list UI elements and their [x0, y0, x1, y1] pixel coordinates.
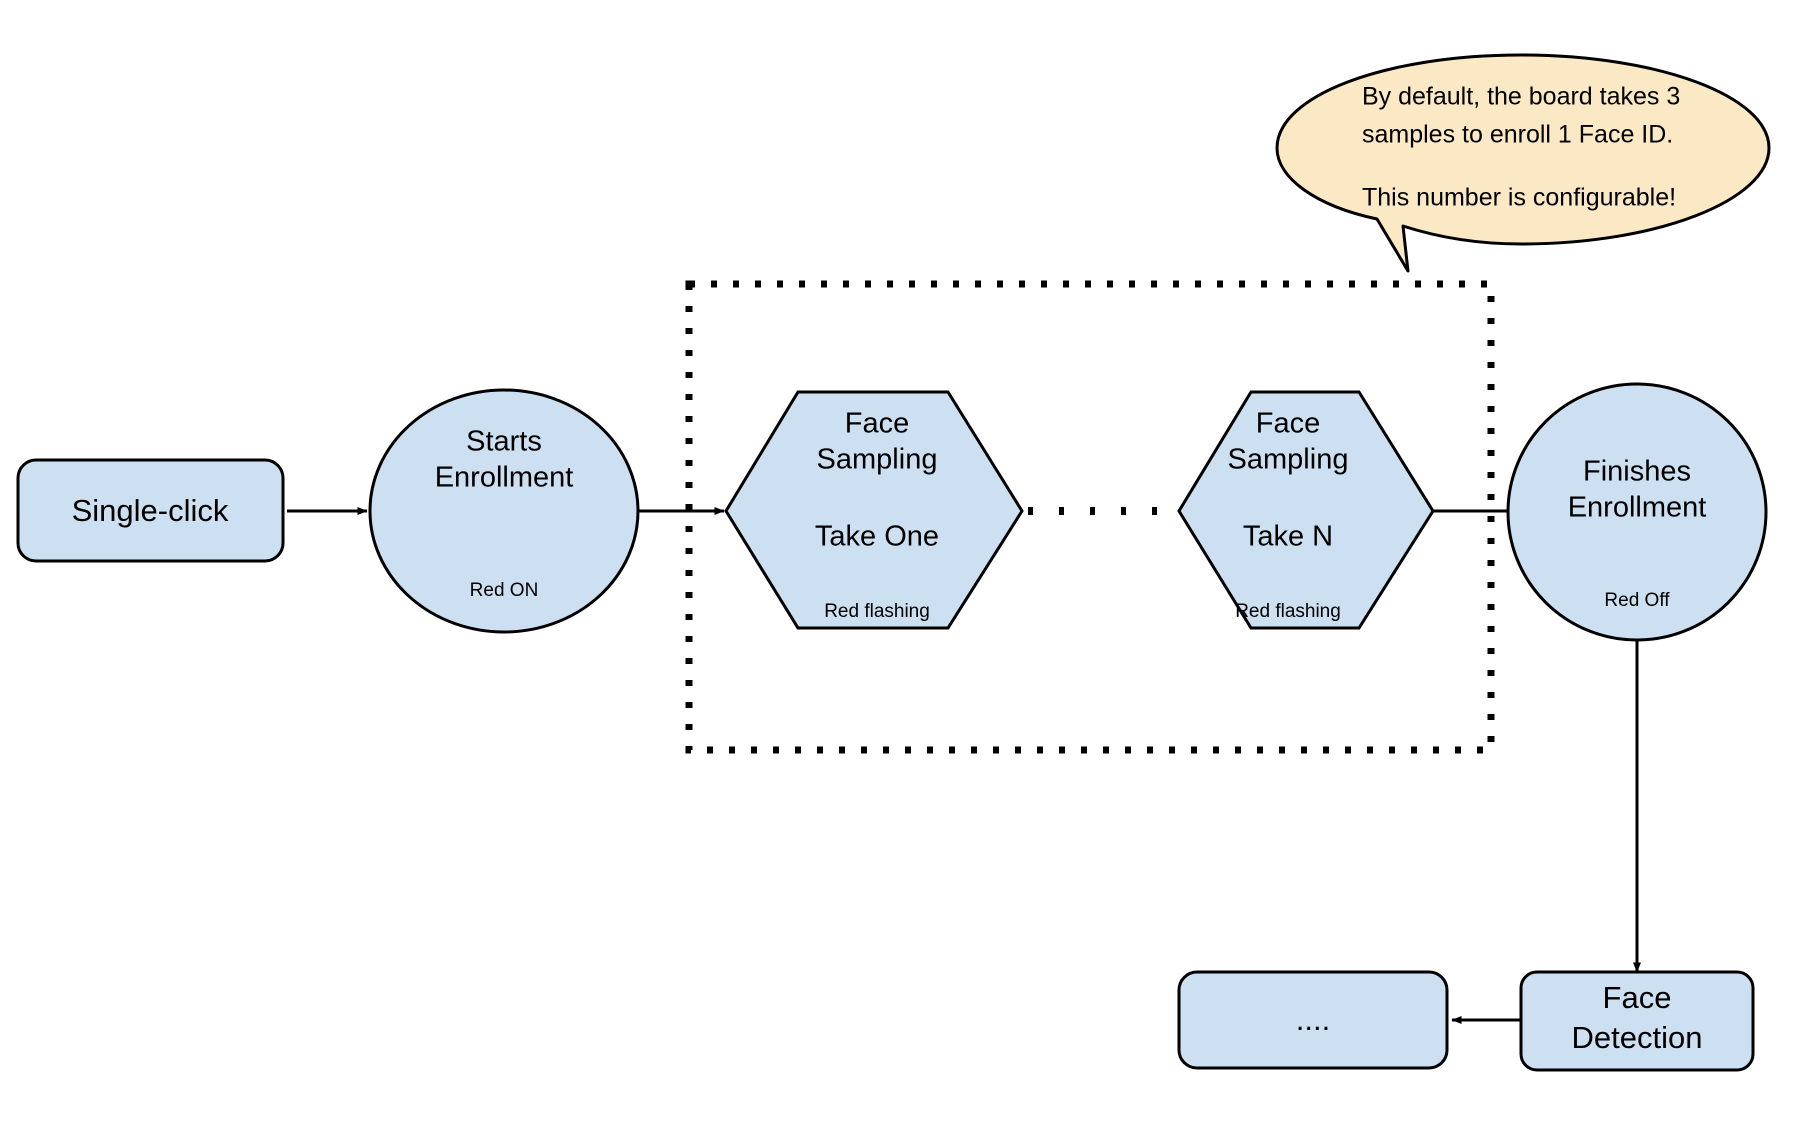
callout-shape [1275, 53, 1771, 273]
face-sampling-n-label-line1: Face [1256, 408, 1320, 440]
callout-line3: This number is configurable! [1362, 184, 1676, 212]
more-steps-label: .... [1296, 1002, 1330, 1037]
node-single-click[interactable]: Single-click [16, 458, 285, 563]
single-click-label: Single-click [72, 493, 229, 528]
face-detection-label-line2: Detection [1572, 1020, 1703, 1055]
face-sampling-one-take: Take One [815, 521, 939, 553]
starts-enrollment-label-line2: Enrollment [435, 462, 574, 494]
more-steps-box[interactable] [1177, 970, 1449, 1070]
starts-enrollment-status: Red ON [470, 580, 539, 601]
sampling-group-box [685, 280, 1495, 754]
node-face-sampling-n[interactable]: Face Sampling Take N Red flashing [1177, 390, 1435, 630]
starts-enrollment-label-line1: Starts [466, 426, 542, 458]
node-finishes-enrollment[interactable]: Finishes Enrollment Red Off [1506, 382, 1768, 642]
face-sampling-n-label-line2: Sampling [1228, 444, 1349, 476]
face-sampling-n-hexagon[interactable] [1177, 390, 1435, 630]
face-sampling-one-label-line1: Face [845, 408, 909, 440]
callout-bubble: By default, the board takes 3 samples to… [1275, 53, 1771, 273]
face-detection-label-line1: Face [1603, 980, 1672, 1015]
single-click-box[interactable] [16, 458, 285, 563]
face-sampling-n-take: Take N [1243, 521, 1333, 553]
node-face-sampling-one[interactable]: Face Sampling Take One Red flashing [724, 390, 1024, 630]
finishes-enrollment-status: Red Off [1604, 590, 1670, 611]
callout-line1: By default, the board takes 3 [1362, 83, 1680, 111]
finishes-enrollment-label-line1: Finishes [1583, 456, 1691, 488]
node-starts-enrollment[interactable]: Starts Enrollment Red ON [368, 388, 640, 634]
starts-enrollment-circle[interactable] [368, 388, 640, 634]
node-face-detection[interactable]: Face Detection [1519, 970, 1755, 1072]
face-detection-box[interactable] [1519, 970, 1755, 1072]
finishes-enrollment-label-line2: Enrollment [1568, 492, 1707, 524]
face-sampling-n-status: Red flashing [1235, 601, 1341, 622]
face-sampling-one-label-line2: Sampling [817, 444, 938, 476]
face-sampling-one-hexagon[interactable] [724, 390, 1024, 630]
finishes-enrollment-circle[interactable] [1506, 382, 1768, 642]
node-more-steps[interactable]: .... [1177, 970, 1449, 1070]
face-sampling-one-status: Red flashing [824, 601, 930, 622]
callout-line2: samples to enroll 1 Face ID. [1362, 121, 1673, 149]
